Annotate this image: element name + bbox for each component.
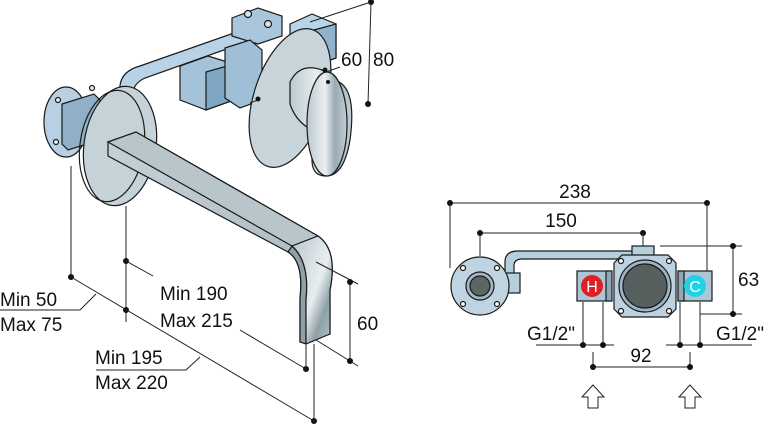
iso-view	[0, 0, 374, 424]
dim-label-150: 150	[545, 211, 577, 232]
dim-label-min-50: Min 50	[0, 290, 57, 311]
cold-indicator	[684, 275, 706, 297]
dim-label-thread-right: G1/2"	[716, 324, 764, 345]
hot-supply-arrow-icon	[580, 384, 606, 409]
hot-indicator	[581, 275, 603, 297]
dim-label-max-220: Max 220	[95, 373, 168, 394]
dim-label-min-190: Min 190	[160, 284, 228, 305]
dim-label-60-handle: 60	[341, 50, 362, 71]
dim-label-238: 238	[559, 182, 591, 203]
cartridge-core	[622, 263, 668, 309]
dim-label-60-spout: 60	[357, 314, 378, 335]
dim-label-max-215: Max 215	[160, 311, 233, 332]
dim-label-thread-left: G1/2"	[527, 324, 575, 345]
dim-label-min-195: Min 195	[95, 348, 163, 369]
hot-label: H	[586, 279, 598, 296]
dim-lines-iso	[0, 0, 374, 424]
plan-view: H C	[447, 200, 752, 409]
cold-supply-arrow-icon	[677, 384, 703, 409]
dim-label-92: 92	[630, 346, 651, 367]
dim-label-max-75: Max 75	[0, 315, 62, 336]
cold-label: C	[689, 279, 701, 296]
valve-block-top	[231, 7, 283, 45]
dim-label-80: 80	[373, 50, 394, 71]
dim-label-63: 63	[738, 270, 759, 291]
